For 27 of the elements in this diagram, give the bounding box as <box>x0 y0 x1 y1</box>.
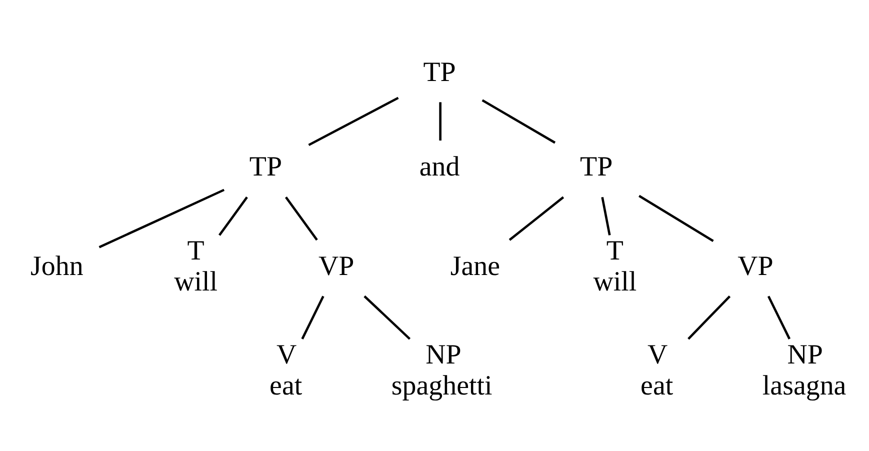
node-text: T will <box>174 235 218 298</box>
connector <box>482 99 556 144</box>
connector <box>508 196 564 241</box>
connector <box>218 196 248 236</box>
node-text: VP <box>738 251 774 282</box>
node-text: NP lasagna <box>762 340 846 402</box>
node-text: V eat <box>640 340 674 402</box>
node-text: TP <box>249 152 282 183</box>
node-text: VP <box>318 251 354 282</box>
node-text: and <box>419 152 460 183</box>
node-text: Jane <box>450 251 500 282</box>
connector <box>601 196 611 236</box>
node-text: John <box>30 251 84 282</box>
connector <box>364 295 411 340</box>
connector <box>688 295 731 340</box>
connector <box>638 194 714 242</box>
connector <box>767 296 791 340</box>
node-text: T will <box>593 235 637 298</box>
connector <box>439 102 442 141</box>
node-text: V eat <box>270 340 302 402</box>
connector <box>284 196 318 241</box>
node-text: NP spaghetti <box>391 340 492 402</box>
connector <box>308 96 399 146</box>
connector <box>98 188 225 248</box>
connector <box>301 296 324 340</box>
node-text: TP <box>423 56 456 88</box>
node-text: TP <box>580 152 613 183</box>
